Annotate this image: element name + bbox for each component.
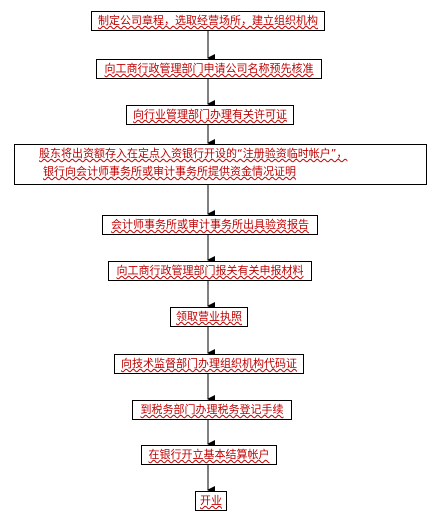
- step-7-box: 领取营业执照: [170, 307, 248, 327]
- step-11-label: 开业: [200, 494, 222, 507]
- step-2-box: 向工商行政管理部门申请公司名称预先核准: [96, 59, 322, 79]
- step-4-label-line2: 银行向会计师事务所或审计事务所提供资金情况证明: [43, 165, 296, 178]
- step-1-label: 制定公司章程，选取经营场所，建立组织机构: [98, 14, 318, 27]
- step-6-box: 向工商行政管理部门报关有关申报材料: [108, 261, 312, 281]
- step-9-label: 到税务部门办理税务登记手续: [140, 403, 284, 416]
- step-10-label: 在银行开立基本结算帐户: [148, 448, 270, 461]
- step-7-label: 领取营业执照: [176, 310, 242, 323]
- step-9-box: 到税务部门办理税务登记手续: [132, 400, 292, 420]
- step-10-box: 在银行开立基本结算帐户: [141, 445, 277, 465]
- step-6-label: 向工商行政管理部门报关有关申报材料: [116, 264, 304, 277]
- step-8-label: 向技术监督部门办理组织机构代码证: [121, 357, 297, 370]
- step-4-box: 股东将出资额存入在定点入资银行开设的“注册验资临时帐户”， 银行向会计师事务所或…: [14, 144, 427, 185]
- step-11-box: 开业: [195, 491, 227, 511]
- step-3-box: 向行业管理部门办理有关许可证: [126, 105, 294, 125]
- step-2-label: 向工商行政管理部门申请公司名称预先核准: [104, 62, 314, 75]
- step-1-box: 制定公司章程，选取经营场所，建立组织机构: [91, 11, 325, 31]
- step-5-label: 会计师事务所或审计事务所出具验资报告: [111, 218, 309, 231]
- step-3-label: 向行业管理部门办理有关许可证: [133, 108, 287, 121]
- step-4-label-line1: 股东将出资额存入在定点入资银行开设的“注册验资临时帐户”，: [39, 147, 348, 160]
- step-5-box: 会计师事务所或审计事务所出具验资报告: [102, 215, 318, 235]
- step-8-box: 向技术监督部门办理组织机构代码证: [114, 354, 304, 374]
